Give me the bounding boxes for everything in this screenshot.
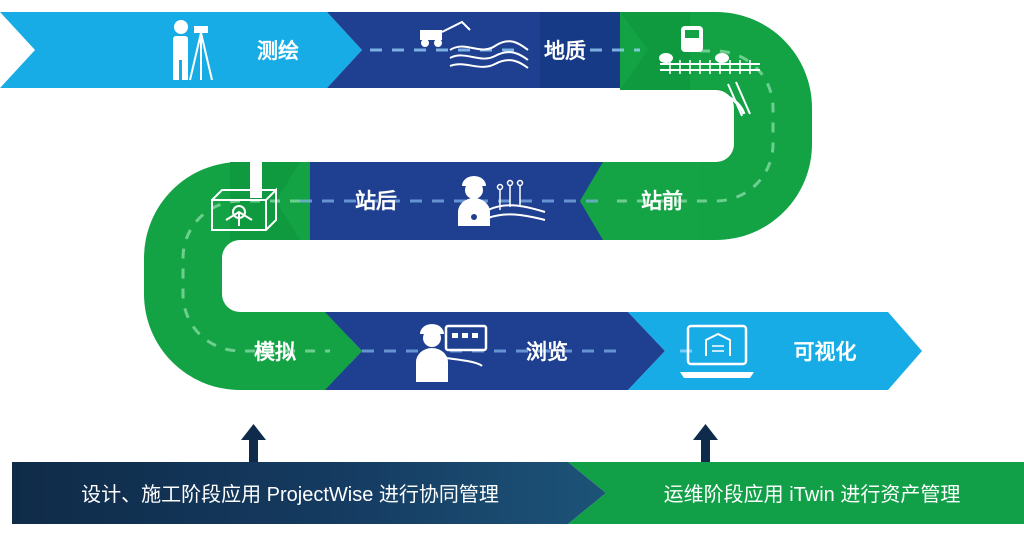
laptop-building-icon xyxy=(680,324,754,378)
arrow-up-right-icon xyxy=(693,424,718,462)
arrow-up-left-icon xyxy=(241,424,266,462)
label-simulation: 模拟 xyxy=(254,340,296,364)
label-station-back: 站后 xyxy=(355,189,397,213)
geology-icon xyxy=(420,20,529,69)
rail-train-icon xyxy=(659,26,760,117)
bar-right-bg xyxy=(568,462,1024,524)
label-visualize: 可视化 xyxy=(794,340,857,364)
bar-left-text: 设计、施工阶段应用 ProjectWise 进行协同管理 xyxy=(81,483,499,506)
bar-right-text: 运维阶段应用 iTwin 进行资产管理 xyxy=(664,483,961,506)
road-seg-visualize xyxy=(628,312,922,390)
engineer-bridge-icon xyxy=(458,176,546,226)
label-geology: 地质 xyxy=(544,39,586,63)
lane-dashes xyxy=(300,48,700,353)
road-seg-simulation xyxy=(240,312,362,390)
engineer-screen-icon xyxy=(416,324,488,382)
simulation-box-icon xyxy=(211,162,277,231)
label-station-front: 站前 xyxy=(641,189,683,213)
surveyor-icon xyxy=(173,20,213,81)
curve-dashes xyxy=(181,49,775,353)
label-browse: 浏览 xyxy=(526,340,568,364)
bar-left-bg xyxy=(12,462,606,524)
label-survey: 测绘 xyxy=(257,39,299,63)
